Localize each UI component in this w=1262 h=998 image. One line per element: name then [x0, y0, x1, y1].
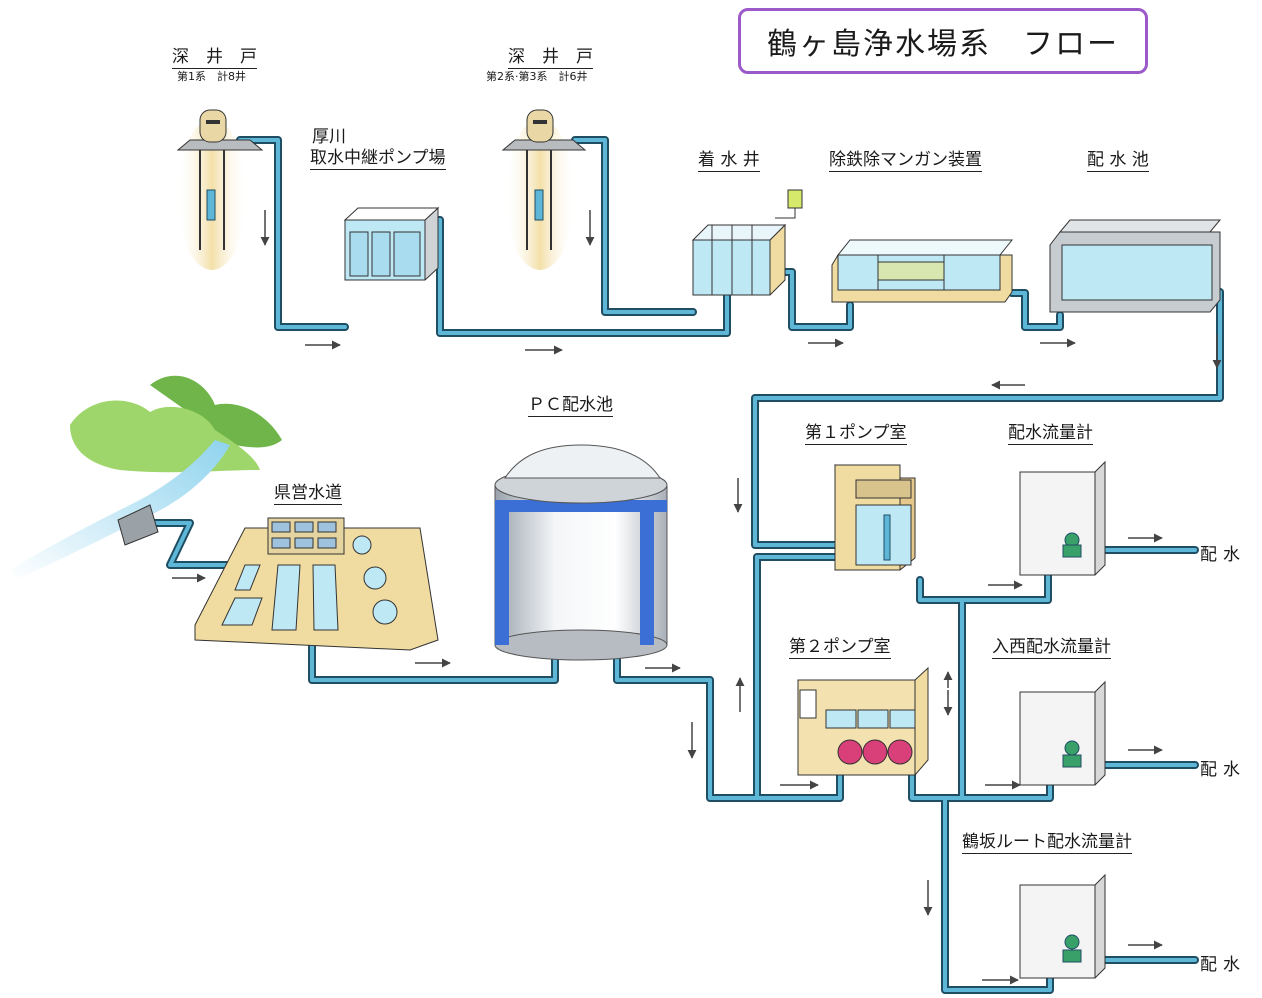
pc-reservoir-tank-illustration: [494, 444, 668, 661]
output-distribution-1: 配水: [1200, 545, 1246, 565]
label-flowmeter-1: 配水流量計: [1008, 418, 1093, 445]
deep-well-1-illustration: [176, 109, 264, 270]
label-flowmeter-2: 入西配水流量計: [992, 632, 1111, 659]
label-pc-reservoir: ＰＣ配水池: [528, 390, 613, 417]
prefectural-plant-illustration: [194, 517, 439, 651]
deep-well-2-illustration: [501, 109, 587, 270]
label-iron-removal: 除鉄除マンガン装置: [829, 145, 982, 172]
label-deep-well-2: 深 井 戸: [508, 42, 593, 69]
label-receiving-well: 着 水 井: [698, 145, 760, 172]
label-deep-well-2-sub: 第2系·第3系 計6井: [486, 70, 588, 83]
label-deep-well-1-sub: 第1系 計8井: [177, 70, 246, 83]
label-reservoir: 配 水 池: [1087, 145, 1149, 172]
label-deep-well-1: 深 井 戸: [172, 42, 257, 69]
iron-removal-illustration: [831, 239, 1014, 303]
output-distribution-3: 配水: [1200, 955, 1246, 975]
label-relay-pump-line2: 取水中継ポンプ場: [310, 143, 446, 170]
flowmeter-3-illustration: [1019, 873, 1106, 979]
pump-room-1-illustration: [834, 463, 916, 571]
pump-room-2-illustration: [797, 666, 929, 776]
receiving-well-illustration: [691, 189, 803, 296]
flowmeter-2-illustration: [1019, 680, 1106, 786]
label-flowmeter-3: 鶴坂ルート配水流量計: [962, 827, 1132, 854]
label-pump-room-1: 第１ポンプ室: [805, 418, 907, 445]
reservoir-illustration: [1049, 219, 1222, 313]
flow-arrows: [172, 210, 1222, 985]
label-pump-room-2: 第２ポンプ室: [789, 632, 891, 659]
flowmeter-1-illustration: [1019, 460, 1106, 576]
output-distribution-2: 配水: [1200, 760, 1246, 780]
label-prefectural: 県営水道: [274, 478, 342, 505]
label-relay-pump-line1: 厚川: [312, 127, 346, 147]
diagram-title: 鶴ヶ島浄水場系 フロー: [738, 8, 1148, 74]
relay-pump-station-illustration: [343, 206, 440, 281]
mountain-river-illustration: [10, 375, 282, 580]
